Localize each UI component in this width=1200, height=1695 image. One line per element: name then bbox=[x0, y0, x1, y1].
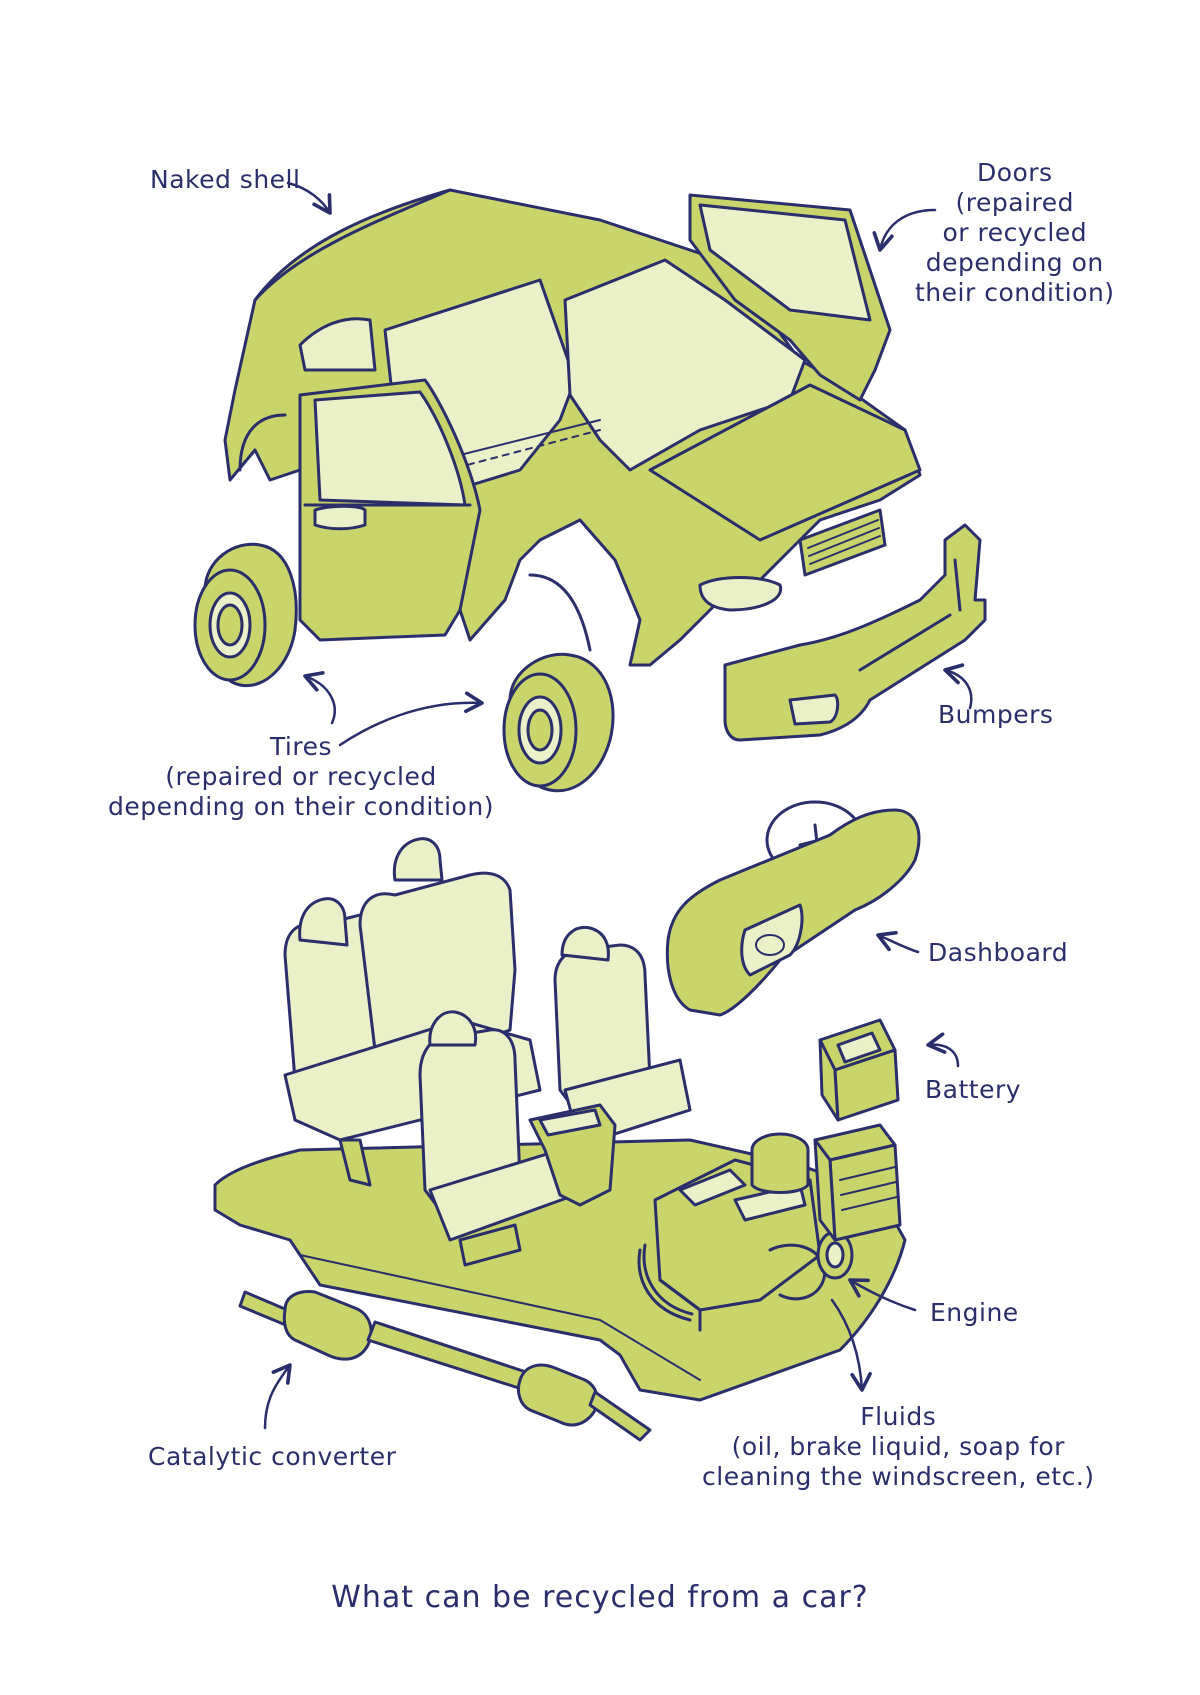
label-tires-line: depending on their condition) bbox=[108, 792, 494, 821]
rear-door bbox=[298, 378, 482, 642]
engine bbox=[637, 1132, 854, 1332]
label-naked-shell-line: Naked shell bbox=[150, 165, 301, 194]
label-naked-shell: Naked shell bbox=[150, 165, 300, 195]
arrow-naked-shell bbox=[286, 181, 332, 215]
tire-right bbox=[502, 652, 615, 793]
bumper bbox=[723, 523, 987, 742]
label-doors-line: (repaired bbox=[955, 188, 1075, 217]
label-doors-line: depending on bbox=[925, 248, 1104, 277]
tire-left bbox=[193, 542, 298, 688]
arrow-tires-left bbox=[303, 671, 336, 725]
label-catalytic-converter-line: Catalytic converter bbox=[148, 1442, 397, 1471]
label-bumpers-line: Bumpers bbox=[938, 700, 1054, 729]
label-tires: Tires (repaired or recycled depending on… bbox=[108, 732, 494, 822]
label-tires-line: (repaired or recycled bbox=[165, 762, 437, 791]
page-caption: What can be recycled from a car? bbox=[331, 1580, 869, 1615]
arrow-battery bbox=[926, 1032, 960, 1068]
engine-fluid-box bbox=[813, 1123, 902, 1242]
label-doors-title: Doors bbox=[976, 158, 1053, 187]
arrow-tires-right bbox=[338, 691, 484, 747]
arrow-catalytic-converter bbox=[263, 1363, 292, 1430]
arrow-fluids bbox=[830, 1298, 872, 1392]
label-dashboard: Dashboard bbox=[928, 938, 1068, 968]
label-fluids-line: cleaning the windscreen, etc.) bbox=[702, 1462, 1095, 1491]
arrow-doors bbox=[872, 208, 937, 252]
front-seat-left bbox=[418, 1010, 577, 1267]
rear-bench-seat bbox=[283, 837, 542, 1187]
arrow-engine bbox=[848, 1278, 917, 1312]
label-doors-line: their condition) bbox=[915, 278, 1115, 307]
label-fluids-title: Fluids bbox=[860, 1402, 937, 1431]
arrow-dashboard bbox=[876, 930, 920, 954]
dashboard bbox=[665, 800, 921, 1017]
label-battery-line: Battery bbox=[925, 1075, 1022, 1104]
label-engine: Engine bbox=[930, 1298, 1019, 1328]
exhaust-system bbox=[238, 1290, 652, 1442]
label-dashboard-line: Dashboard bbox=[928, 938, 1069, 967]
label-catalytic-converter: Catalytic converter bbox=[148, 1442, 396, 1472]
center-console bbox=[528, 1103, 617, 1207]
label-fluids-line: (oil, brake liquid, soap for bbox=[731, 1432, 1065, 1461]
label-fluids: Fluids (oil, brake liquid, soap for clea… bbox=[702, 1402, 1095, 1492]
arrow-bumpers bbox=[943, 663, 973, 710]
battery bbox=[818, 1018, 900, 1122]
label-tires-title: Tires bbox=[269, 732, 333, 761]
label-bumpers: Bumpers bbox=[938, 700, 1053, 730]
label-doors: Doors (repaired or recycled depending on… bbox=[915, 158, 1115, 308]
label-engine-line: Engine bbox=[930, 1298, 1019, 1327]
front-door bbox=[688, 193, 892, 402]
label-doors-line: or recycled bbox=[942, 218, 1088, 247]
label-battery: Battery bbox=[925, 1075, 1021, 1105]
